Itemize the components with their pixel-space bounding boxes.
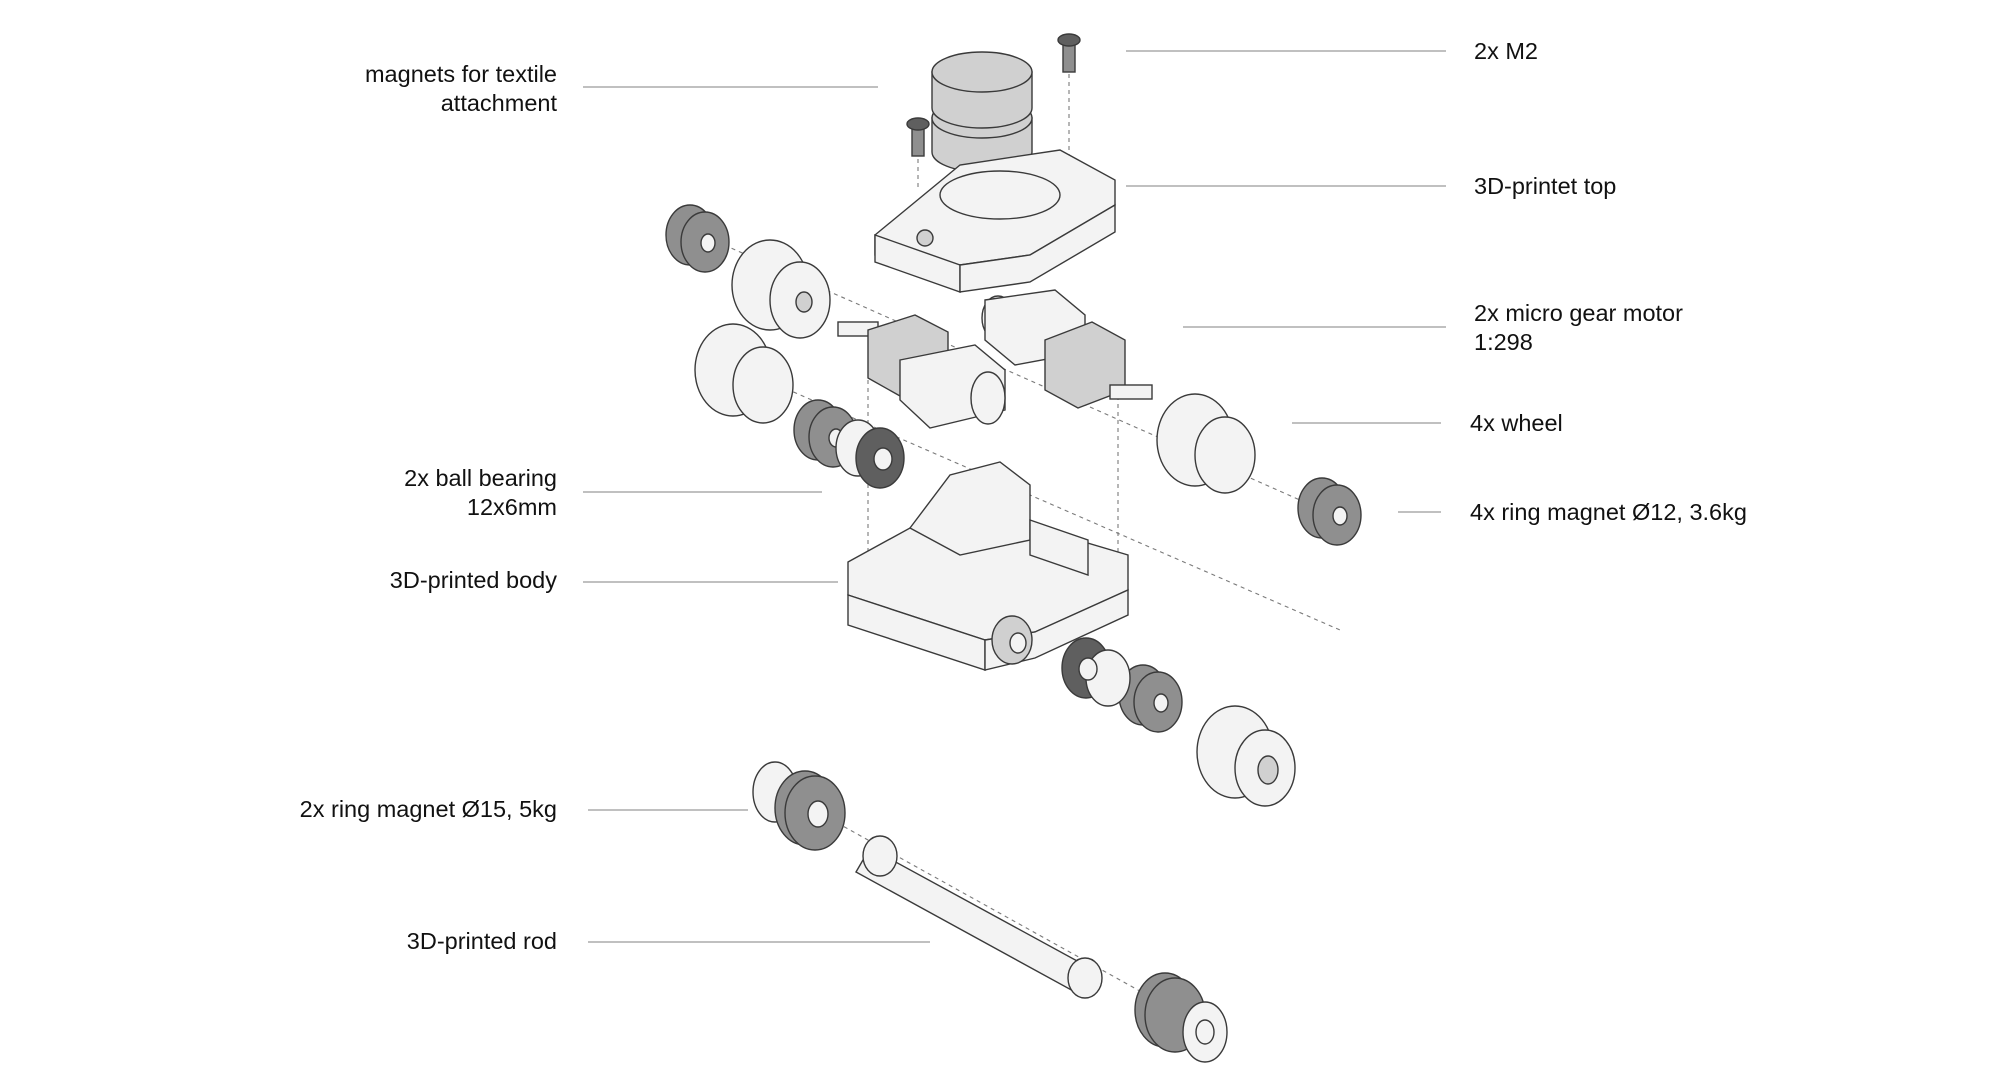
label-line: 4x ring magnet Ø12, 3.6kg (1470, 499, 1747, 525)
label-top: 3D-printet top (1474, 172, 1616, 201)
label-m2: 2x M2 (1474, 37, 1538, 66)
printed-top (874, 149, 1116, 293)
label-line: 2x micro gear motor (1474, 300, 1683, 326)
label-line: attachment (440, 90, 557, 116)
printed-rod (855, 835, 1103, 999)
label-line: 1:298 (1474, 329, 1533, 355)
label-wheel: 4x wheel (1470, 409, 1563, 438)
wheel-3 (1156, 393, 1256, 494)
wheel-4 (1196, 705, 1296, 807)
label-ring-magnet-15: 2x ring magnet Ø15, 5kg (300, 795, 557, 824)
label-magnets-textile: magnets for textile attachment (365, 60, 557, 118)
label-line: 2x ball bearing (404, 465, 557, 491)
label-ring-magnet-12: 4x ring magnet Ø12, 3.6kg (1470, 498, 1747, 527)
label-line: 3D-printed body (389, 567, 557, 593)
wheel-1 (731, 239, 831, 339)
label-line: 12x6mm (466, 494, 557, 520)
label-line: 2x ring magnet Ø15, 5kg (299, 796, 557, 822)
ring-magnets-15 (752, 761, 1228, 1063)
m2-screws (906, 33, 1081, 157)
gear-motor-left (837, 314, 1006, 429)
label-line: 3D-printet top (1474, 173, 1617, 199)
label-body: 3D-printed body (390, 566, 557, 595)
label-ball-bearing: 2x ball bearing 12x6mm (404, 464, 557, 522)
label-gear-motor: 2x micro gear motor 1:298 (1474, 299, 1683, 357)
printed-body (847, 461, 1129, 671)
label-rod: 3D-printed rod (407, 927, 557, 956)
label-line: 2x M2 (1474, 38, 1538, 64)
label-line: 4x wheel (1470, 410, 1563, 436)
wheel-2 (694, 323, 794, 424)
label-line: 3D-printed rod (406, 928, 557, 954)
ball-bearings (835, 419, 1131, 707)
textile-magnets (931, 51, 1033, 173)
label-line: magnets for textile (364, 61, 557, 87)
leader-lines (583, 50, 1446, 943)
gear-motor-right (981, 289, 1153, 409)
wheels (694, 239, 1296, 807)
